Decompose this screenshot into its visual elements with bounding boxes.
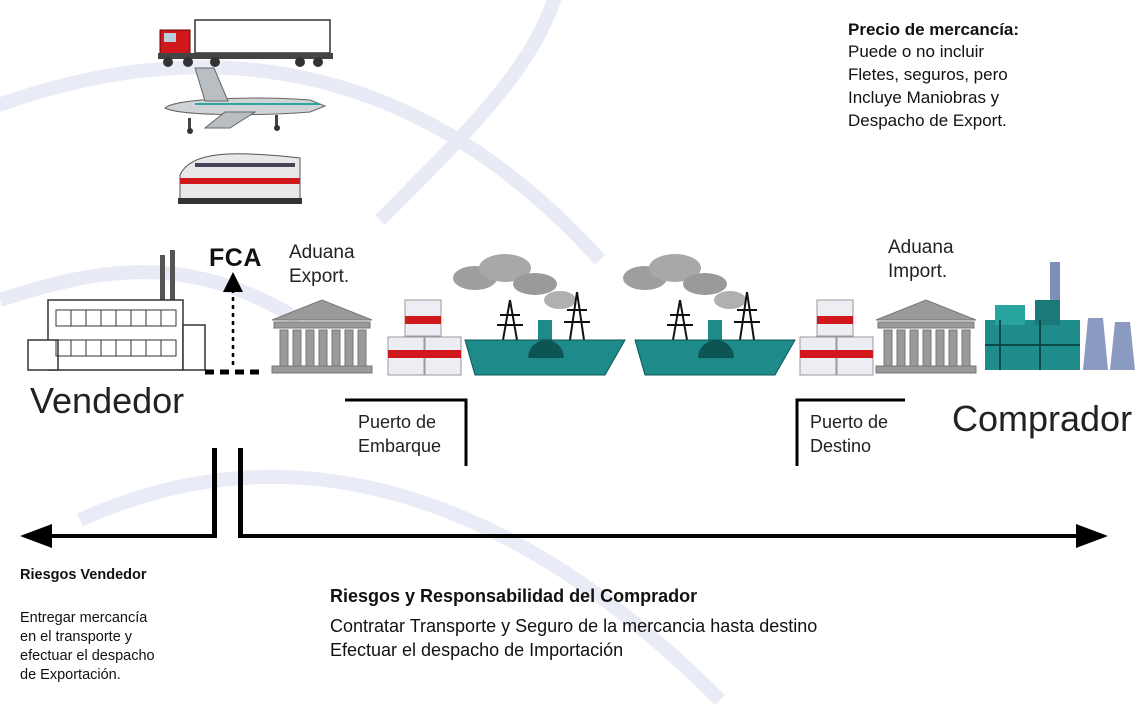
port-loading-line: Puerto de [358,412,437,432]
industrial-plant-icon [985,262,1135,370]
cargo-boxes-icon [799,299,874,376]
buyer-risks-title: Riesgos y Responsabilidad del Comprador [330,586,698,606]
steamship-icon [623,254,796,376]
truck-icon [158,19,333,67]
risk-divider-right [238,448,243,538]
price-line: Puede o no incluir [848,42,985,61]
customs-building-icon [875,299,977,374]
cargo-boxes-icon [387,299,462,376]
buyer-risk-line: Contratar Transporte y Seguro de la merc… [330,616,818,636]
port-destination-line: Puerto de [810,412,889,432]
buyer-risk-arrowhead [1076,524,1108,548]
port-bracket-embarque [345,398,468,466]
seller-risks-text: Entregar mercancía en el transporte y ef… [20,609,155,685]
customs-import-line: Aduana [888,237,954,258]
customs-export-line: Aduana [289,242,355,263]
buyer-risk-line: Efectuar el despacho de Importación [330,640,624,660]
buyer-label: Comprador [952,398,1133,439]
price-title: Precio de mercancía: [848,20,1020,39]
price-line: Fletes, seguros, pero [848,65,1008,84]
seller-risks-title: Riesgos Vendedor [20,567,147,583]
port-destination-label: Puerto de Destino [810,410,888,458]
customs-import-label: Aduana Import. [888,236,954,284]
seller-label: Vendedor [30,380,185,421]
port-destination-line: Destino [810,436,872,456]
incoterm-label: FCA [209,244,262,272]
airplane-icon [164,67,327,134]
steamship-icon [453,254,626,376]
price-line: Incluye Maniobras y [848,88,1000,107]
risk-divider-left [212,448,217,538]
train-icon [178,153,302,204]
seller-risk-line: efectuar el despacho [20,648,155,664]
seller-risk-line: de Exportación. [20,667,121,683]
background-watermark [0,0,725,705]
port-bracket-destino [795,398,905,466]
seller-risk-line: en el transporte y [20,629,133,645]
customs-export-label: Aduana Export. [289,241,355,289]
price-line: Despacho de Export. [848,111,1007,130]
port-loading-label: Puerto de Embarque [358,410,441,458]
seller-risk-line: Entregar mercancía [20,610,148,626]
seller-risk-arrowhead [20,524,52,548]
port-loading-line: Embarque [358,436,442,456]
factory-icon [27,250,206,371]
customs-export-line: Export. [289,266,350,287]
customs-import-line: Import. [888,261,948,282]
customs-building-icon [271,299,373,374]
